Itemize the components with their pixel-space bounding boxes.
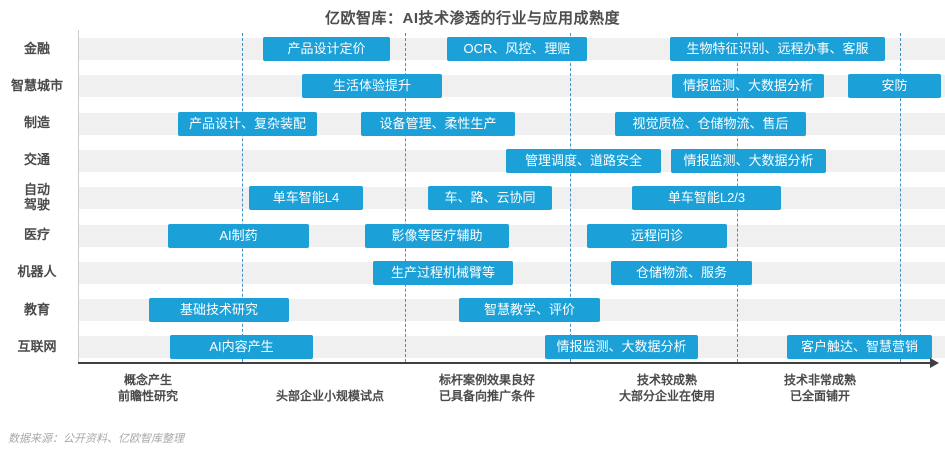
stage-label: 头部企业小规模试点 xyxy=(276,371,384,404)
stage-label-line: 大部分企业在使用 xyxy=(618,389,716,403)
industry-label: 医疗 xyxy=(0,227,74,242)
maturity-box: 安防 xyxy=(848,74,941,99)
maturity-box: 客户触达、智慧营销 xyxy=(787,335,932,360)
industry-label: 交通 xyxy=(0,152,74,167)
industry-label: 教育 xyxy=(0,302,74,317)
industry-label-line: 医疗 xyxy=(23,227,50,242)
stage-divider xyxy=(900,33,901,362)
stage-divider xyxy=(570,33,571,362)
maturity-box: 管理调度、道路安全 xyxy=(506,148,661,173)
stage-label: 概念产生前瞻性研究 xyxy=(118,371,178,404)
industry-label-line: 驾驶 xyxy=(23,197,50,213)
maturity-box: 单车智能L2/3 xyxy=(632,186,781,211)
maturity-box: 影像等医疗辅助 xyxy=(365,223,509,248)
maturity-box: 情报监测、大数据分析 xyxy=(545,335,698,360)
maturity-box: AI制药 xyxy=(168,223,309,248)
maturity-box: 情报监测、大数据分析 xyxy=(671,148,826,173)
stage-divider xyxy=(242,33,243,362)
stage-label-line: 已全面铺开 xyxy=(789,389,851,403)
maturity-box: 仓储物流、服务 xyxy=(611,260,752,285)
stage-label-line: 头部企业小规模试点 xyxy=(275,389,385,403)
industry-label: 智慧城市 xyxy=(0,78,74,93)
maturity-box: 基础技术研究 xyxy=(149,298,289,323)
maturity-box: 远程问诊 xyxy=(587,223,727,248)
axis-arrow-icon xyxy=(930,358,939,368)
maturity-box: OCR、风控、理赔 xyxy=(447,37,587,61)
maturity-box: AI内容产生 xyxy=(170,335,313,360)
source-note: 数据来源：公开资料、亿欧智库整理 xyxy=(8,433,184,445)
stage-divider xyxy=(405,33,406,362)
industry-label-line: 交通 xyxy=(23,152,50,168)
industry-label-line: 自动 xyxy=(23,182,50,198)
maturity-box: 视觉质检、仓储物流、售后 xyxy=(615,111,806,136)
industry-label-line: 教育 xyxy=(23,301,50,317)
stage-label-line: 标杆案例效果良好 xyxy=(438,373,536,387)
industry-label-line: 互联网 xyxy=(17,338,57,354)
industry-label-line: 金融 xyxy=(23,40,50,56)
stage-label: 技术较成熟大部分企业在使用 xyxy=(619,371,715,404)
stage-label-line: 概念产生 xyxy=(123,373,173,387)
industry-label-line: 制造 xyxy=(23,115,50,131)
maturity-box: 智慧教学、评价 xyxy=(459,298,600,323)
left-axis-line xyxy=(78,30,79,363)
stage-label: 标杆案例效果良好已具备向推广条件 xyxy=(439,371,535,404)
maturity-box: 产品设计定价 xyxy=(263,37,390,61)
stage-label-line: 已具备向推广条件 xyxy=(438,389,536,403)
industry-label: 制造 xyxy=(0,115,74,130)
maturity-box: 单车智能L4 xyxy=(249,186,363,211)
industry-label: 机器人 xyxy=(0,264,74,279)
maturity-box: 生活体验提升 xyxy=(302,74,442,99)
stage-label: 技术非常成熟已全面铺开 xyxy=(784,371,856,404)
stage-label-line: 技术非常成熟 xyxy=(783,373,857,387)
stage-label-line: 技术较成熟 xyxy=(636,373,698,387)
maturity-box: 产品设计、复杂装配 xyxy=(178,111,317,136)
industry-label: 自动驾驶 xyxy=(0,182,74,212)
industry-label: 金融 xyxy=(0,41,74,56)
page-title: 亿欧智库：AI技术渗透的行业与应用成熟度 xyxy=(324,10,620,27)
maturity-box: 设备管理、柔性生产 xyxy=(361,111,515,136)
maturity-box: 情报监测、大数据分析 xyxy=(672,74,824,99)
maturity-box: 车、路、云协同 xyxy=(428,186,552,211)
industry-label-line: 机器人 xyxy=(17,264,57,280)
stage-label-line: 前瞻性研究 xyxy=(117,389,179,403)
industry-label: 互联网 xyxy=(0,339,74,354)
maturity-box: 生物特征识别、远程办事、客服 xyxy=(670,37,885,61)
industry-label-line: 智慧城市 xyxy=(10,77,63,93)
x-axis-line xyxy=(78,362,932,364)
maturity-box: 生产过程机械臂等 xyxy=(373,260,513,285)
